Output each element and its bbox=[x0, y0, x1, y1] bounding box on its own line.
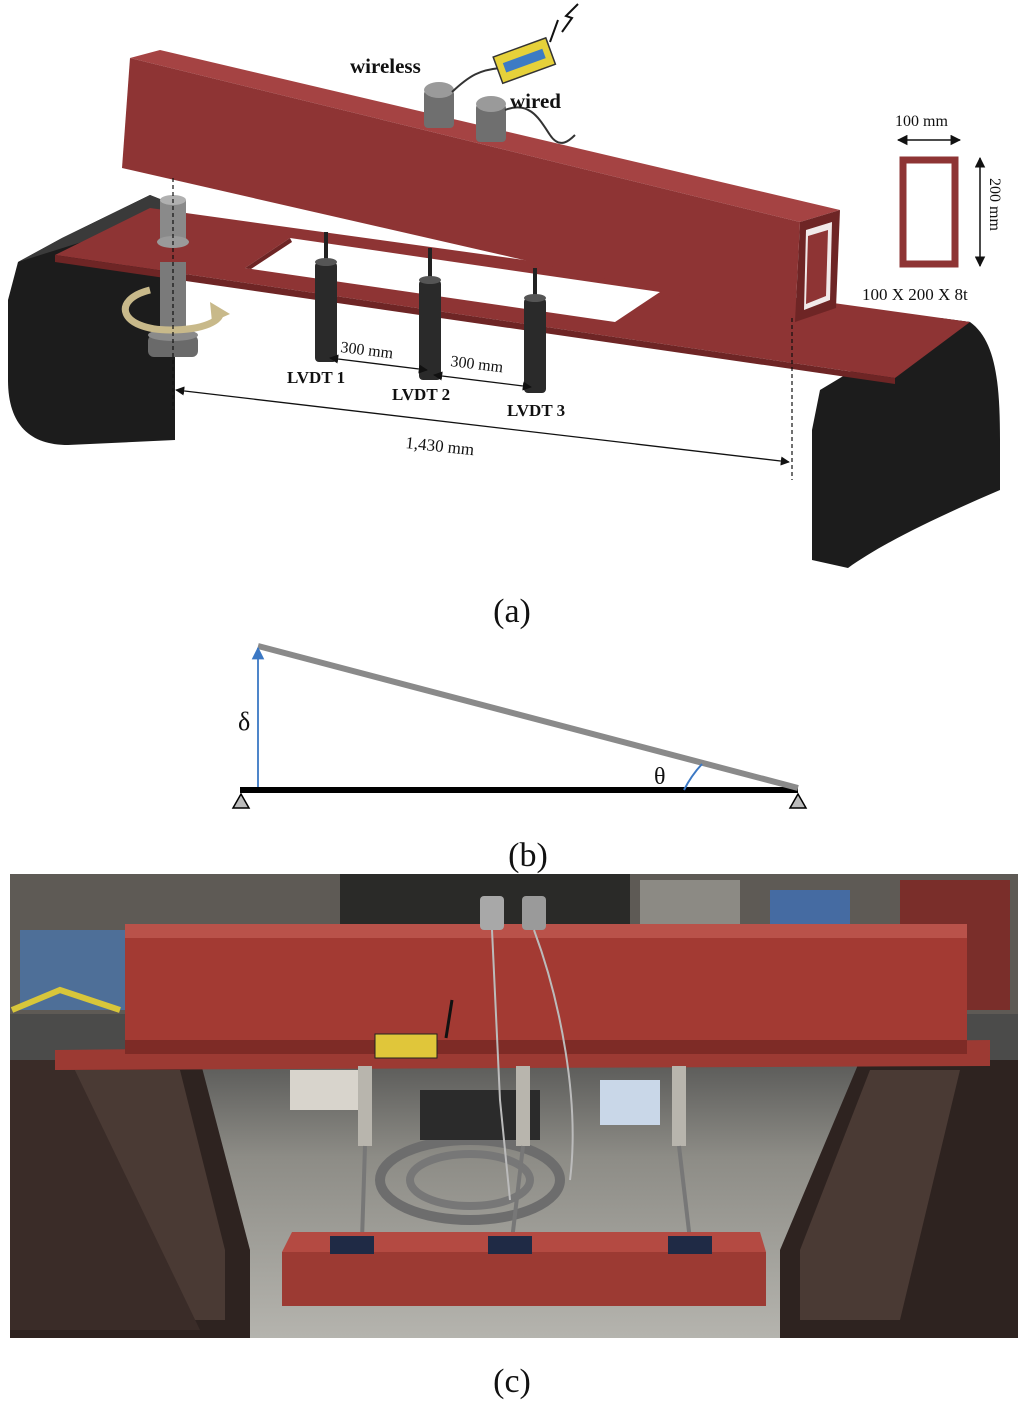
wireless-sensor bbox=[424, 82, 454, 128]
photo-antenna bbox=[444, 999, 454, 1039]
sensor-cable bbox=[451, 67, 501, 93]
label-wired: wired bbox=[510, 89, 561, 113]
rotation-arrowhead-icon bbox=[210, 302, 230, 322]
magnetic-base-2 bbox=[488, 1236, 532, 1254]
photo-wired-sensor bbox=[522, 896, 546, 930]
photo-wireless-sensor bbox=[480, 896, 504, 930]
label-dim-width: 100 mm bbox=[895, 113, 948, 130]
sensor-cable-wired bbox=[504, 106, 576, 144]
antenna-icon bbox=[549, 19, 559, 43]
magnetic-base-3 bbox=[668, 1236, 712, 1254]
wired-sensor bbox=[476, 96, 506, 142]
antenna-signal-icon bbox=[561, 3, 579, 33]
label-spacing-2: 300 mm bbox=[450, 353, 505, 376]
label-spacing-1: 300 mm bbox=[340, 339, 395, 362]
label-delta: δ bbox=[238, 707, 250, 736]
label-lvdt-2: LVDT 2 bbox=[392, 385, 450, 404]
lvdt-1 bbox=[315, 232, 337, 362]
photo-base-beam bbox=[282, 1252, 766, 1306]
photo-lvdt-1 bbox=[358, 1066, 372, 1146]
magnetic-base-1 bbox=[330, 1236, 374, 1254]
lvdt-3 bbox=[524, 268, 546, 393]
panel-a-diagram: wireless wired 100 mm 200 mm 100 X 200 X… bbox=[8, 3, 1003, 630]
photo-lvdt-3 bbox=[672, 1066, 686, 1146]
panel-b-diagram: δ θ (b) bbox=[231, 643, 808, 874]
cross-section bbox=[896, 134, 986, 268]
label-lvdt-3: LVDT 3 bbox=[507, 401, 565, 420]
rotated-member bbox=[257, 643, 799, 791]
bottom-plate bbox=[55, 208, 970, 384]
rotation-arrow-icon bbox=[121, 286, 224, 334]
caption-b: (b) bbox=[508, 837, 548, 874]
photo-lvdt-2 bbox=[516, 1066, 530, 1146]
label-span: 1,430 mm bbox=[405, 433, 476, 459]
left-pin-support-icon bbox=[231, 792, 251, 809]
safety-chain bbox=[10, 986, 121, 1013]
photo-wireless-module bbox=[374, 1033, 438, 1059]
caption-c: (c) bbox=[493, 1363, 531, 1400]
caption-a: (a) bbox=[493, 593, 531, 630]
label-theta: θ bbox=[654, 764, 666, 790]
panel-c-photo: (c) bbox=[10, 874, 1018, 1400]
right-pin-support-icon bbox=[788, 792, 808, 809]
label-wireless: wireless bbox=[350, 54, 421, 78]
theta-arc bbox=[683, 763, 703, 791]
label-lvdt-1: LVDT 1 bbox=[287, 368, 345, 387]
label-dim-height: 200 mm bbox=[986, 178, 1003, 231]
label-section: 100 X 200 X 8t bbox=[862, 285, 968, 304]
photo-box-beam bbox=[125, 924, 967, 1054]
span-dimension bbox=[175, 386, 790, 466]
wireless-module-icon bbox=[492, 36, 557, 85]
spacing-dimension-2 bbox=[433, 371, 532, 391]
spacing-dimension-1 bbox=[329, 354, 428, 374]
